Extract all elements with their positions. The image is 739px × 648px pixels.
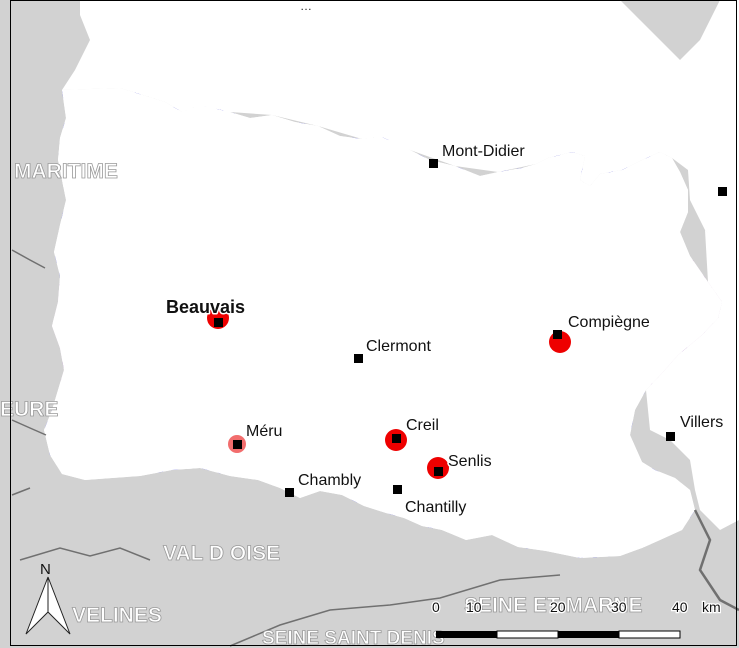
town-label-creil: Creil: [406, 417, 439, 434]
town-label-mont-didier: Mont-Didier: [442, 143, 525, 160]
town-label-compiegne: Compiègne: [568, 314, 650, 331]
region-labels: MARITIME EURE VAL D OISE VELINES SEINE E…: [0, 160, 643, 648]
scale-tick-10: 10: [466, 599, 482, 615]
town-label-meru: Méru: [246, 423, 282, 440]
scale-segment-4: [618, 630, 681, 639]
town-square-senlis: [434, 467, 443, 476]
neighbour-border-east: [693, 509, 739, 612]
town-square-meru: [233, 440, 242, 449]
region-label-seine-et-marne: SEINE ET MARNE: [464, 594, 643, 617]
town-square-villers: [666, 432, 675, 441]
town-label-clermont: Clermont: [366, 338, 431, 355]
scale-segment-1: [436, 631, 497, 638]
town-square-east: [718, 187, 727, 196]
region-label-maritime: MARITIME: [14, 160, 118, 183]
town-labels: Mont-Didier Beauvais Clermont Compiègne …: [165, 142, 725, 518]
town-square-chantilly: [393, 485, 402, 494]
scale-tick-40: 40: [672, 599, 688, 615]
scale-tick-30: 30: [611, 599, 627, 615]
town-label-beauvais: Beauvais: [166, 297, 245, 317]
city-markers: [207, 159, 727, 497]
town-square-chambly: [285, 488, 294, 497]
map-title-fragment: …: [300, 0, 312, 13]
scale-unit: km: [702, 599, 721, 615]
town-label-chantilly: Chantilly: [405, 499, 466, 516]
neighbour-border-west: [11, 249, 151, 561]
somme-area: [62, 0, 739, 260]
region-label-yvelines: VELINES: [72, 604, 162, 627]
town-square-beauvais: [214, 318, 223, 327]
town-label-senlis: Senlis: [448, 453, 492, 470]
north-arrow-label: N: [40, 561, 51, 578]
scale-bar: 0 10 20 30 40 km: [431, 598, 722, 639]
town-square-compiegne: [553, 330, 562, 339]
scale-tick-20: 20: [550, 599, 566, 615]
region-label-seine-saint-denis: SEINE SAINT DENIS: [262, 628, 445, 648]
town-square-mont-didier: [429, 159, 438, 168]
region-label-val-d-oise: VAL D OISE: [163, 542, 280, 565]
scale-tick-0: 0: [432, 599, 440, 615]
region-label-eure: EURE: [0, 398, 58, 421]
town-square-creil: [392, 434, 401, 443]
scale-segment-2: [496, 630, 559, 639]
aisne-area: [646, 230, 739, 530]
town-label-chambly: Chambly: [298, 472, 361, 489]
town-square-clermont: [354, 354, 363, 363]
north-arrow-right-icon: [47, 576, 71, 635]
north-arrow: N: [25, 561, 71, 635]
neighbour-border-south: [229, 574, 561, 647]
scale-segment-3: [558, 631, 619, 638]
town-label-villers: Villers: [680, 414, 723, 431]
